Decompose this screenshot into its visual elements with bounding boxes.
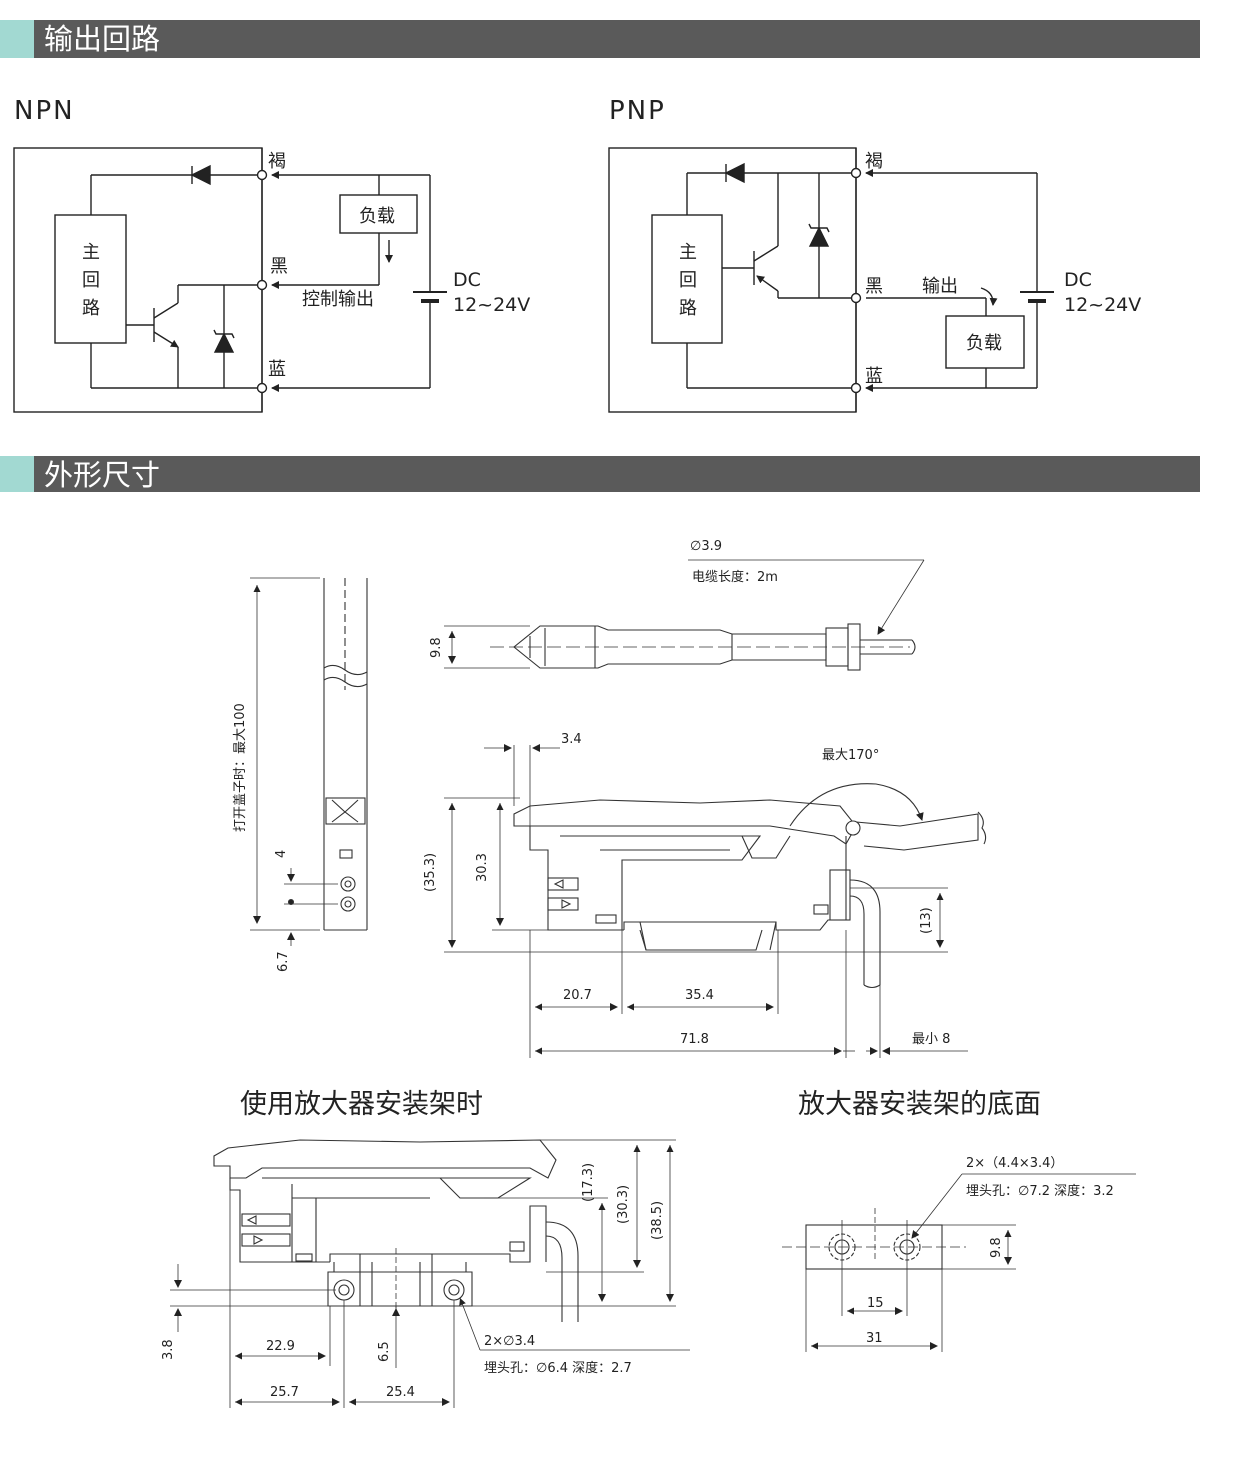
section-accent [0, 20, 34, 58]
dim-6-5: 6.5 [377, 1341, 392, 1362]
dim-38-5: (38.5) [650, 1201, 665, 1240]
dim-35-4: 35.4 [685, 988, 714, 1003]
dim-mount-30-3: (30.3) [616, 1185, 631, 1224]
npn-main-char-2: 回 [82, 270, 100, 291]
dim-25-4: 25.4 [386, 1385, 415, 1400]
section-bar-dimensions: 外形尺寸 [0, 456, 1200, 492]
dim-max-170: 最大170° [822, 748, 879, 763]
npn-label: NPN [14, 96, 75, 126]
dim-bottom-counterbore: 埋头孔：∅7.2 深度：3.2 [966, 1183, 1114, 1199]
pnp-output-label: 输出 [922, 276, 958, 297]
dim-bottom-holes: 2×（4.4×3.4） [966, 1156, 1063, 1171]
section-bar-circuit: 输出回路 [0, 20, 1200, 58]
mount-view-drawing [170, 1139, 690, 1408]
dim-20-7: 20.7 [563, 988, 592, 1003]
pnp-wire-blue: 蓝 [865, 366, 883, 387]
pnp-wire-brown: 褐 [865, 151, 883, 172]
dim-13: (13) [919, 907, 934, 934]
npn-main-char-1: 主 [82, 242, 100, 263]
pnp-load-label: 负载 [966, 333, 1002, 354]
pnp-load-box [945, 315, 1025, 369]
section-title-circuit: 输出回路 [44, 22, 161, 56]
front-view-drawing [444, 744, 987, 1058]
dim-71-8: 71.8 [680, 1032, 709, 1047]
dim-3-8: 3.8 [161, 1339, 176, 1360]
dim-cable-dia: ∅3.9 [690, 539, 722, 554]
dim-mount-holes: 2×∅3.4 [484, 1334, 535, 1349]
dim-3-4: 3.4 [561, 732, 582, 747]
side-view-drawing [250, 577, 368, 946]
dim-30-3: 30.3 [475, 853, 490, 882]
dim-bottom-15: 15 [867, 1296, 884, 1311]
pnp-dc-label: DC [1064, 269, 1092, 291]
dim-6-7: 6.7 [276, 951, 291, 972]
npn-circuit [13, 147, 447, 413]
pnp-voltage-label: 12~24V [1064, 294, 1141, 316]
dim-cover-open: 打开盖子时：最大100 [233, 703, 248, 832]
npn-wire-brown: 褐 [268, 151, 286, 172]
mount-view-title: 使用放大器安装架时 [240, 1089, 483, 1120]
bottom-view-drawing [782, 1173, 1136, 1352]
npn-voltage-label: 12~24V [453, 294, 530, 316]
dim-min-8: 最小 8 [912, 1032, 950, 1047]
dim-17-3: (17.3) [581, 1163, 596, 1202]
pnp-main-char-2: 回 [679, 270, 697, 291]
section-accent [0, 456, 34, 492]
dim-bottom-9-8: 9.8 [989, 1237, 1004, 1258]
dim-35-3: (35.3) [423, 853, 438, 892]
top-view-drawing [444, 559, 925, 671]
dim-22-9: 22.9 [266, 1339, 295, 1354]
pnp-main-char-1: 主 [679, 242, 697, 263]
npn-sensor-box [13, 147, 263, 413]
npn-wire-blue: 蓝 [268, 359, 286, 380]
pnp-label: PNP [609, 96, 666, 126]
dim-top-9-8: 9.8 [429, 637, 444, 658]
npn-control-output: 控制输出 [302, 289, 374, 310]
section-title-dimensions: 外形尺寸 [44, 458, 161, 492]
npn-wire-black: 黑 [270, 256, 288, 277]
pnp-wire-black: 黑 [865, 276, 883, 297]
npn-dc-label: DC [453, 269, 481, 291]
pnp-circuit [608, 147, 1054, 413]
dim-4: 4 [274, 850, 289, 858]
dim-bottom-31: 31 [866, 1331, 883, 1346]
npn-main-char-3: 路 [82, 298, 100, 319]
npn-load-label: 负载 [359, 206, 395, 227]
bottom-view-title: 放大器安装架的底面 [798, 1089, 1041, 1120]
dim-mount-counterbore: 埋头孔：∅6.4 深度：2.7 [484, 1360, 632, 1376]
pnp-main-char-3: 路 [679, 298, 697, 319]
dim-25-7: 25.7 [270, 1385, 299, 1400]
dim-cable-length: 电缆长度：2m [692, 569, 778, 585]
